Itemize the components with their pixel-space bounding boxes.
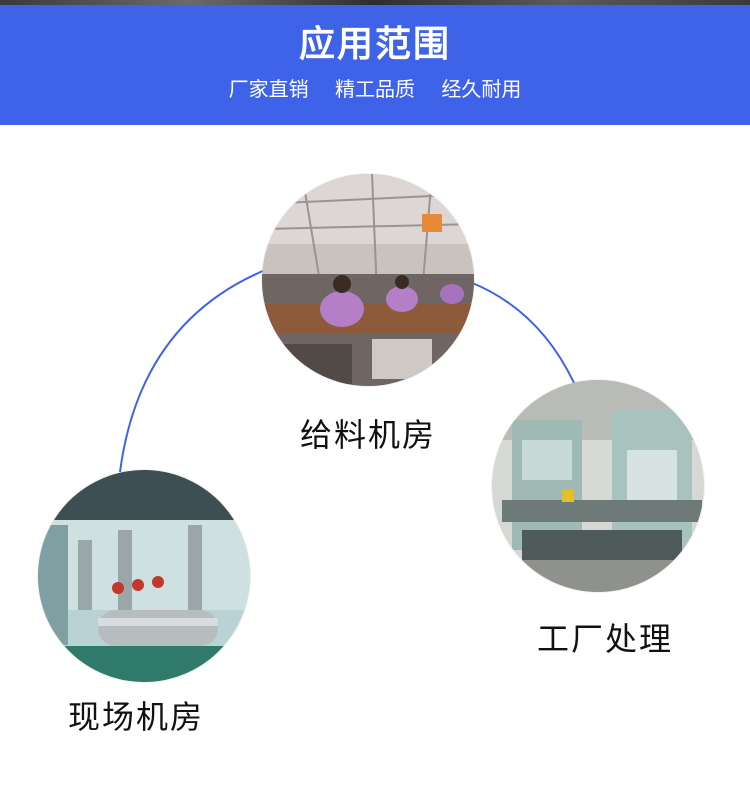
tagline-item-1: 厂家直销	[228, 77, 309, 101]
tagline-item-3: 经久耐用	[441, 77, 522, 101]
pipe-room-photo	[38, 470, 250, 682]
tagline-item-2: 精工品质	[335, 77, 415, 101]
application-label-1: 给料机房	[300, 416, 437, 454]
section-header: 应用范围 厂家直销 精工品质 经久耐用	[0, 5, 750, 125]
top-decor-strip	[0, 0, 750, 5]
section-title: 应用范围	[298, 24, 451, 65]
application-label-3: 现场机房	[68, 698, 205, 736]
application-label-2: 工厂处理	[537, 620, 674, 658]
sewing-workshop-photo	[262, 174, 474, 386]
milling-machine-photo	[492, 380, 704, 592]
tagline: 厂家直销 精工品质 经久耐用	[0, 73, 750, 102]
